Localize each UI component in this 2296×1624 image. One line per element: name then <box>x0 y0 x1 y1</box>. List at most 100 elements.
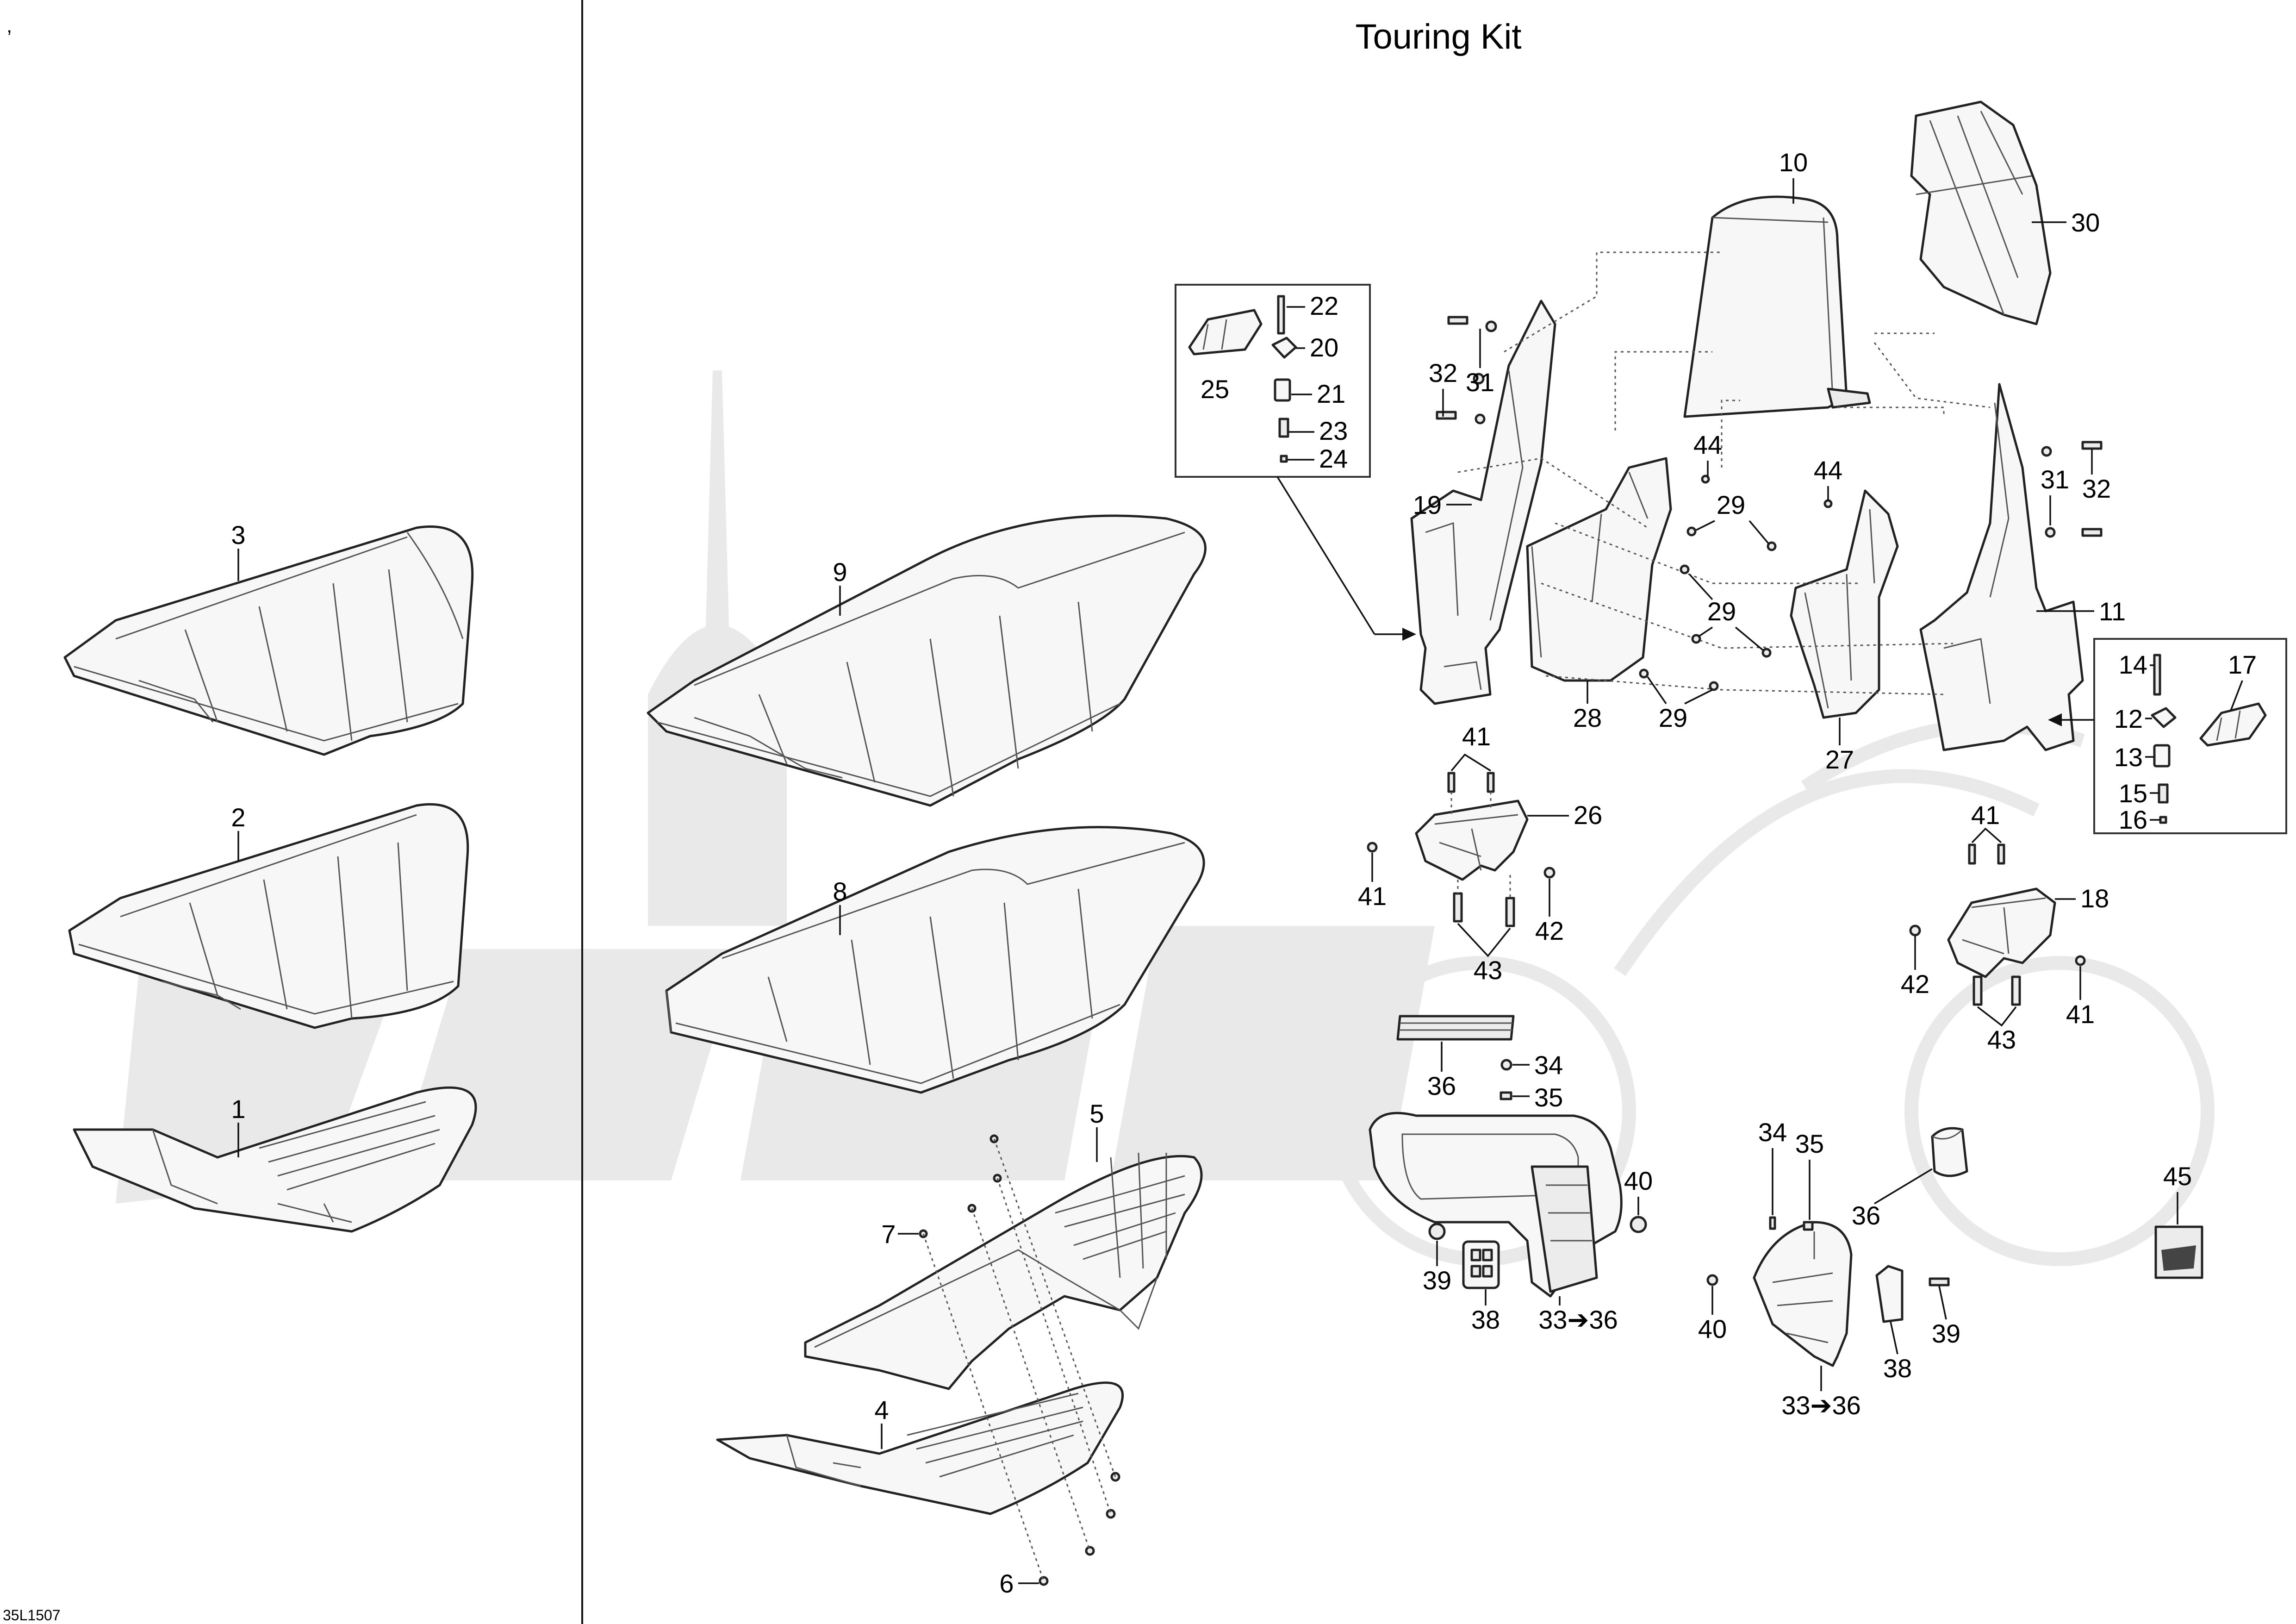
parts-12-16-hardware <box>2151 654 2177 824</box>
label-43-a: 43 <box>1474 956 1502 985</box>
screws-39-40-left <box>1428 1216 1647 1240</box>
label-19: 19 <box>1413 490 1442 519</box>
label-15: 15 <box>2119 779 2147 808</box>
label-14: 14 <box>2119 650 2147 679</box>
part-26-mount <box>1415 800 1529 881</box>
label-8: 8 <box>833 877 847 906</box>
part-17-cap <box>2199 702 2267 747</box>
hardware-41-42-43 <box>1367 772 2086 1006</box>
label-30: 30 <box>2071 208 2100 237</box>
label-34-b: 34 <box>1758 1118 1787 1147</box>
leader-29-a <box>1696 520 1715 531</box>
parts-20-24-hardware <box>1271 295 1297 463</box>
label-36-b: 36 <box>1852 1201 1880 1230</box>
parts-34-35-hardware <box>1500 1059 1512 1100</box>
leader-29-c <box>1647 676 1667 704</box>
label-6: 6 <box>999 1569 1014 1598</box>
label-32-left: 32 <box>1429 358 1457 387</box>
arrow-box-to-19 <box>1276 476 1416 641</box>
screws-29-31-32-44 <box>1436 316 2103 691</box>
label-17: 17 <box>2228 650 2257 679</box>
label-13: 13 <box>2114 743 2143 772</box>
label-25: 25 <box>1201 375 1229 404</box>
label-39-b: 39 <box>1932 1319 1960 1348</box>
diagram-title: Touring Kit <box>1355 17 1521 56</box>
label-41-c: 41 <box>1971 800 2000 830</box>
label-5: 5 <box>1089 1099 1104 1128</box>
label-35-b: 35 <box>1795 1129 1824 1158</box>
label-42-b: 42 <box>1901 969 1929 999</box>
label-44-left: 44 <box>1693 430 1722 459</box>
part-10-backrest-pad <box>1683 195 1871 418</box>
label-38-a: 38 <box>1471 1305 1500 1334</box>
label-27: 27 <box>1825 745 1854 774</box>
part-38-switch-right <box>1875 1265 1904 1323</box>
leader-41-c <box>1971 827 2002 843</box>
reference-code: 35L1507 <box>3 1607 61 1624</box>
part-2-seat <box>68 803 469 1029</box>
label-18: 18 <box>2080 884 2109 913</box>
label-20: 20 <box>1310 333 1338 362</box>
label-44-right: 44 <box>1814 456 1842 485</box>
label-41-b: 41 <box>1358 881 1387 911</box>
label-10: 10 <box>1779 148 1808 177</box>
leader-43-a <box>1457 923 1511 957</box>
label-24: 24 <box>1319 444 1348 473</box>
label-29-a: 29 <box>1717 490 1745 519</box>
leader-29-c2 <box>1684 689 1713 705</box>
part-45-manual <box>2154 1225 2203 1279</box>
part-19-bracket-left <box>1410 300 1556 705</box>
label-29-b: 29 <box>1707 597 1736 626</box>
label-21: 21 <box>1317 379 1345 408</box>
leader-29-b3 <box>1698 626 1713 637</box>
part-38-switch-left <box>1462 1240 1500 1289</box>
part-30-cover <box>1910 100 2052 325</box>
label-33-36-b: 33➔36 <box>1781 1391 1861 1420</box>
label-41-d: 41 <box>2066 999 2095 1029</box>
part-28-panel <box>1526 457 1672 682</box>
arrow-box-to-11 <box>2048 713 2094 726</box>
label-41-a: 41 <box>1462 722 1491 751</box>
leader-41-a <box>1450 753 1491 772</box>
label-2: 2 <box>231 803 245 832</box>
part-3-seat <box>63 525 474 756</box>
part-9-seat <box>647 514 1207 807</box>
guide-lines <box>1457 251 1991 695</box>
detail-box-20-25 <box>1175 284 1371 478</box>
label-36-a: 36 <box>1427 1071 1456 1100</box>
label-3: 3 <box>231 520 245 550</box>
leader-36-b <box>1874 1168 1933 1205</box>
part-4-seat-base <box>716 1381 1124 1515</box>
label-32-right: 32 <box>2082 474 2111 503</box>
label-28: 28 <box>1573 703 1602 732</box>
part-11-bracket-right <box>1919 383 2084 751</box>
part-33-handle-right <box>1753 1221 1853 1367</box>
part-25-cap <box>1188 309 1263 356</box>
leader-39-b <box>1938 1286 1947 1320</box>
part-18-mount <box>1947 887 2056 978</box>
label-40-a: 40 <box>1624 1166 1653 1195</box>
label-35-a: 35 <box>1534 1083 1563 1112</box>
detail-box-12-17 <box>2093 638 2287 834</box>
leader-17 <box>2230 680 2243 711</box>
label-38-b: 38 <box>1883 1354 1912 1383</box>
label-22: 22 <box>1310 291 1338 320</box>
label-1: 1 <box>231 1094 245 1124</box>
label-34-a: 34 <box>1534 1050 1563 1080</box>
part-27-panel <box>1790 489 1899 719</box>
part-36-strip <box>1396 1015 1515 1041</box>
label-9: 9 <box>833 557 847 587</box>
part-8-seat <box>665 826 1205 1094</box>
part-5-seat-base <box>804 1152 1203 1390</box>
label-39-a: 39 <box>1423 1266 1451 1295</box>
leader-38-b <box>1890 1321 1898 1355</box>
part-1-seat-base <box>73 1086 477 1233</box>
leader-29-a2 <box>1748 520 1770 545</box>
label-4: 4 <box>874 1395 889 1424</box>
label-29-c: 29 <box>1659 703 1687 732</box>
label-42-a: 42 <box>1535 916 1564 945</box>
leader-43-b <box>1977 1006 2017 1027</box>
label-33-36-a: 33➔36 <box>1538 1305 1618 1334</box>
label-12: 12 <box>2114 704 2143 733</box>
